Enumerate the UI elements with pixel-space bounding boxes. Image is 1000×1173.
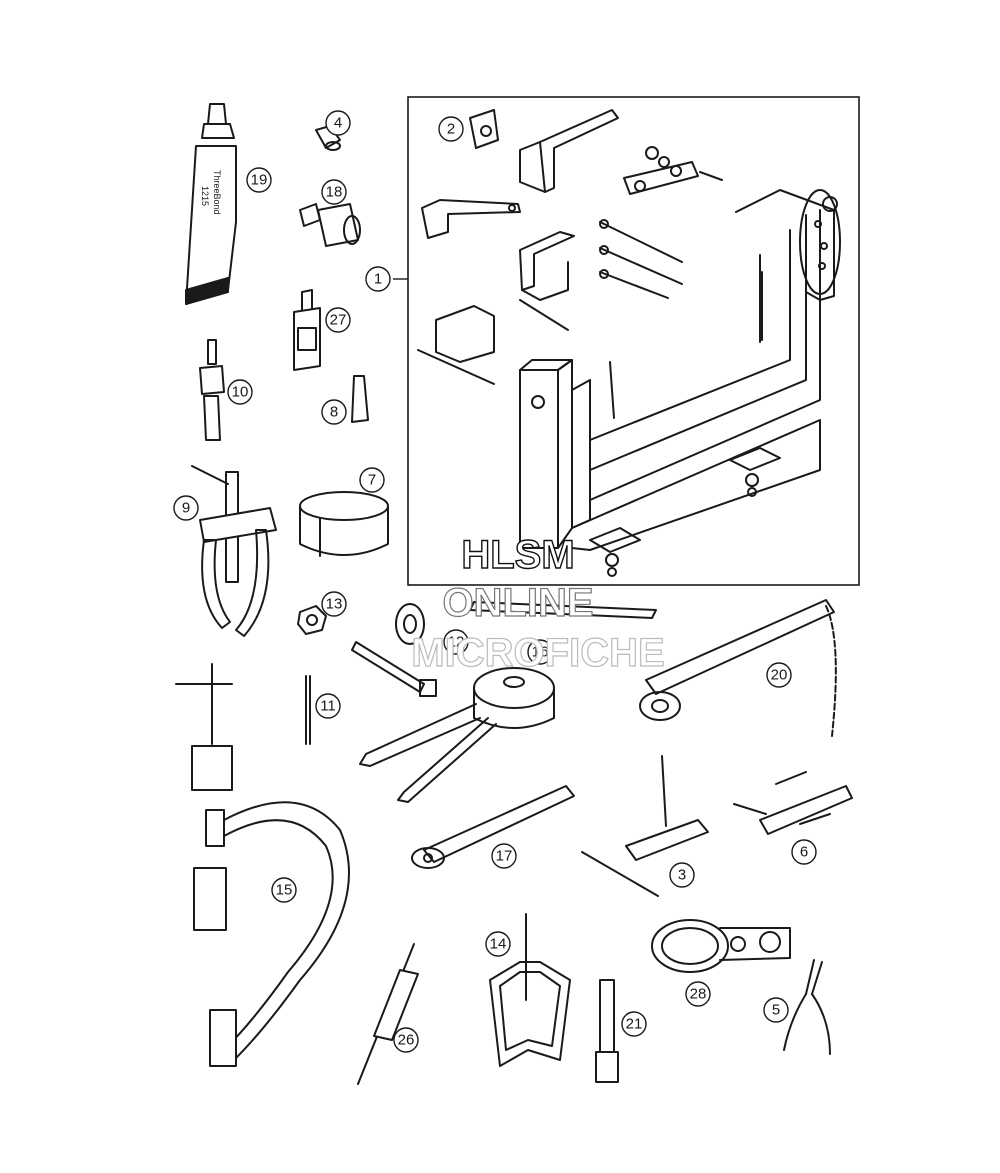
callout-28: 28 <box>685 981 711 1007</box>
callout-27-label: 27 <box>330 312 347 329</box>
tube-code-text: 1215 <box>200 186 210 206</box>
callout-5-label: 5 <box>772 1002 780 1019</box>
callout-6: 6 <box>791 839 817 865</box>
callout-9-label: 9 <box>182 500 190 517</box>
callout-20: 20 <box>766 662 792 688</box>
callout-7-label: 7 <box>368 472 376 489</box>
callout-26-label: 26 <box>398 1032 415 1049</box>
callout-11: 11 <box>315 693 341 719</box>
callout-12: 12 <box>443 629 469 655</box>
engine-stand-frame <box>407 96 860 586</box>
piston-ring-clamp <box>299 491 389 557</box>
circlip-pliers <box>783 959 831 1055</box>
gear-puller <box>191 465 277 637</box>
bolt-and-bearing <box>351 603 437 697</box>
pin-part <box>305 675 311 745</box>
callout-21: 21 <box>621 1011 647 1037</box>
callout-9: 9 <box>173 495 199 521</box>
puller-rod <box>199 339 225 441</box>
callout-14: 14 <box>485 931 511 957</box>
callout-6-label: 6 <box>800 844 808 861</box>
callout-11-label: 11 <box>320 698 336 715</box>
callout-13: 13 <box>321 591 347 617</box>
chain-wrench <box>639 599 837 737</box>
chain-breaker <box>581 755 709 897</box>
callout-16: 16 <box>527 639 553 665</box>
callout-4: 4 <box>325 110 351 136</box>
nut-part <box>297 605 327 635</box>
crankcase-separator <box>733 771 853 835</box>
engine-stand <box>417 109 841 577</box>
callout-8: 8 <box>321 399 347 425</box>
callout-1: 1 <box>365 266 391 292</box>
callout-28-label: 28 <box>690 986 707 1003</box>
callout-3: 3 <box>669 862 695 888</box>
watermark: HLSM ONLINE MICROFICHE <box>411 532 666 675</box>
gasket-paste-tube: ThreeBond 1215 <box>185 103 237 305</box>
callout-21-label: 21 <box>626 1016 643 1033</box>
watermark-line-3: MICROFICHE <box>411 631 664 675</box>
callout-26: 26 <box>393 1027 419 1053</box>
watermark-line-2: ONLINE <box>442 581 593 625</box>
watermark-line-1: HLSM <box>461 533 574 577</box>
callout-18: 18 <box>321 179 347 205</box>
callout-5: 5 <box>763 997 789 1023</box>
callout-19: 19 <box>246 167 272 193</box>
callout-8-label: 8 <box>330 404 338 421</box>
callout-19-label: 19 <box>251 172 268 189</box>
flywheel-holder <box>359 601 657 803</box>
pin-wrench <box>411 785 575 869</box>
liquid-bottle <box>293 289 321 371</box>
cone-part <box>351 375 369 423</box>
plug-part <box>315 125 341 151</box>
callout-27: 27 <box>325 307 351 333</box>
callout-10-label: 10 <box>232 384 249 401</box>
callout-3-label: 3 <box>678 867 686 884</box>
callout-14-label: 14 <box>490 936 507 953</box>
callout-7: 7 <box>359 467 385 493</box>
callout-17-label: 17 <box>496 848 513 865</box>
callout-16-label: 16 <box>532 644 549 661</box>
bearing-puller <box>489 913 571 1067</box>
tube-brand-text: ThreeBond <box>212 170 222 215</box>
callout-20-label: 20 <box>771 667 788 684</box>
callout-13-label: 13 <box>326 596 343 613</box>
hook-wrench <box>651 919 791 973</box>
callout-12-label: 12 <box>448 634 465 651</box>
callout-17: 17 <box>491 843 517 869</box>
callout-10: 10 <box>227 379 253 405</box>
callout-15: 15 <box>271 877 297 903</box>
callout-15-label: 15 <box>276 882 293 899</box>
shaft-tool <box>595 979 619 1083</box>
callout-2-label: 2 <box>447 121 455 138</box>
callout-2: 2 <box>438 116 464 142</box>
syringe <box>357 943 419 1085</box>
callout-18-label: 18 <box>326 184 343 201</box>
valve-spring-compressor <box>175 663 350 1067</box>
socket-tool <box>299 203 361 247</box>
callout-4-label: 4 <box>334 115 342 132</box>
callout-1-label: 1 <box>374 271 382 288</box>
